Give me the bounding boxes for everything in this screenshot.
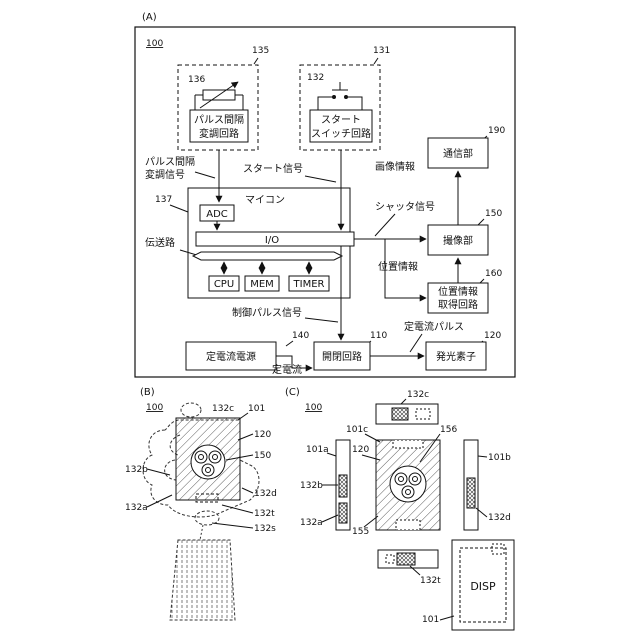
start-switch-line2: スイッチ回路 [311, 127, 371, 140]
panel-b: (B) 100 132c 101 120 150 132b 132a 132d … [125, 387, 277, 620]
microcomputer-label: マイコン [245, 195, 285, 206]
c-ref-101: 101 [422, 615, 439, 625]
ref-110: 110 [370, 331, 387, 341]
c-ref-132a: 132a [300, 518, 323, 528]
panel-c-system-number: 100 [305, 403, 322, 413]
panel-b-label: (B) [140, 387, 155, 398]
ref-135: 135 [252, 46, 269, 56]
control-pulse-signal-label: 制御パルス信号 [232, 306, 302, 319]
button-132c [181, 403, 201, 417]
display-label: DISP [470, 580, 496, 593]
mem-label: MEM [250, 279, 274, 290]
b-ref-132d: 132d [254, 489, 277, 499]
ref-160: 160 [485, 269, 502, 279]
start-switch-line1: スタート [321, 114, 361, 126]
c-ref-101c: 101c [346, 425, 368, 435]
c-ref-156: 156 [440, 425, 457, 435]
const-current-source-label: 定電流電源 [206, 350, 256, 363]
c-ref-132c: 132c [407, 390, 429, 400]
comm-unit-label: 通信部 [443, 147, 473, 160]
cpu-label: CPU [214, 279, 234, 290]
ref-136: 136 [188, 75, 205, 85]
const-current-label: 定電流 [272, 363, 302, 376]
transmission-bus [193, 252, 342, 260]
ref-131: 131 [373, 46, 390, 56]
transmission-path-label: 伝送路 [145, 236, 175, 249]
b-ref-150: 150 [254, 451, 271, 461]
ref-140: 140 [292, 331, 309, 341]
b-ref-132b: 132b [125, 465, 148, 475]
b-ref-132a: 132a [125, 503, 148, 513]
b-ref-101: 101 [248, 404, 265, 414]
position-acq-line1: 位置情報 [438, 285, 478, 298]
ref-132: 132 [307, 73, 324, 83]
c-ref-120: 120 [352, 445, 369, 455]
ref-190: 190 [488, 126, 505, 136]
adc-label: ADC [206, 209, 228, 220]
arm-sleeve [170, 540, 235, 620]
panel-a-label: (A) [142, 12, 157, 23]
panel-a: (A) 100 135 136 パルス間隔 変調回路 131 132 スタート … [135, 12, 515, 377]
panel-c: (C) 100 132c 101c 156 101a 120 101b 132b… [285, 387, 514, 630]
switching-circuit-label: 開閉回路 [322, 350, 362, 363]
c-ref-132t: 132t [420, 576, 441, 586]
imaging-unit-label: 撮像部 [443, 234, 473, 247]
panel-c-label: (C) [285, 387, 300, 398]
c-ref-101a: 101a [306, 445, 329, 455]
b-ref-132c: 132c [212, 404, 234, 414]
io-label: I/O [265, 235, 279, 246]
c-ref-155: 155 [352, 527, 369, 537]
pulse-mod-signal-line2: 変調信号 [145, 168, 185, 181]
push-switch [332, 82, 348, 90]
shutter-signal-label: シャッタ信号 [375, 201, 435, 213]
timer-label: TIMER [293, 279, 325, 290]
system-number: 100 [146, 39, 163, 49]
pulse-mod-circuit-line1: パルス間隔 [194, 114, 244, 126]
c-ref-101b: 101b [488, 453, 511, 463]
position-info-label: 位置情報 [378, 260, 418, 273]
start-signal-label: スタート信号 [243, 163, 303, 175]
position-acq-line2: 取得回路 [438, 298, 478, 311]
c-ref-132d: 132d [488, 513, 511, 523]
ref-120: 120 [484, 331, 501, 341]
ref-150: 150 [485, 209, 502, 219]
image-info-label: 画像情報 [375, 160, 415, 173]
panel-b-system-number: 100 [146, 403, 163, 413]
b-ref-132t: 132t [254, 509, 275, 519]
ref-137: 137 [155, 195, 172, 205]
c-ref-132b: 132b [300, 481, 323, 491]
light-element-label: 発光素子 [436, 350, 476, 363]
pulse-mod-signal-line1: パルス間隔 [145, 156, 195, 168]
thumb [195, 511, 219, 525]
const-current-pulse-label: 定電流パルス [404, 320, 464, 333]
b-ref-120: 120 [254, 430, 271, 440]
b-ref-132s: 132s [254, 524, 276, 534]
pulse-mod-circuit-line2: 変調回路 [199, 127, 239, 140]
